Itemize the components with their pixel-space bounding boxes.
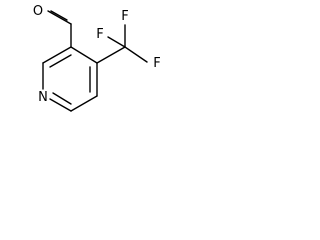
ring-bond-c6-n1-inner — [52, 92, 72, 105]
atom-oxygen: O — [33, 4, 43, 19]
bond-aldehyde-co-outer — [47, 10, 72, 25]
atom-fluorine-left: F — [96, 27, 103, 42]
bond-aldehyde-co-inner — [50, 10, 68, 21]
atom-fluorine-top: F — [121, 9, 128, 24]
bond-cf3-to-fluorine-left — [107, 36, 126, 48]
ring-bond-c5-c6 — [70, 95, 98, 112]
bond-cf3-to-fluorine-right — [124, 46, 148, 63]
atom-nitrogen: N — [38, 90, 48, 105]
ring-bond-c6-n1 — [49, 98, 72, 112]
atom-fluorine-right: F — [153, 56, 160, 71]
bond-ring-to-cf3-carbon — [96, 46, 126, 64]
ring-bond-c2-c3 — [42, 46, 72, 64]
ring-bond-c2-c3-inner — [49, 54, 72, 68]
chemical-structure-diagram: O N F F F — [33, 4, 161, 112]
ring-bond-c3-c4 — [70, 46, 98, 64]
